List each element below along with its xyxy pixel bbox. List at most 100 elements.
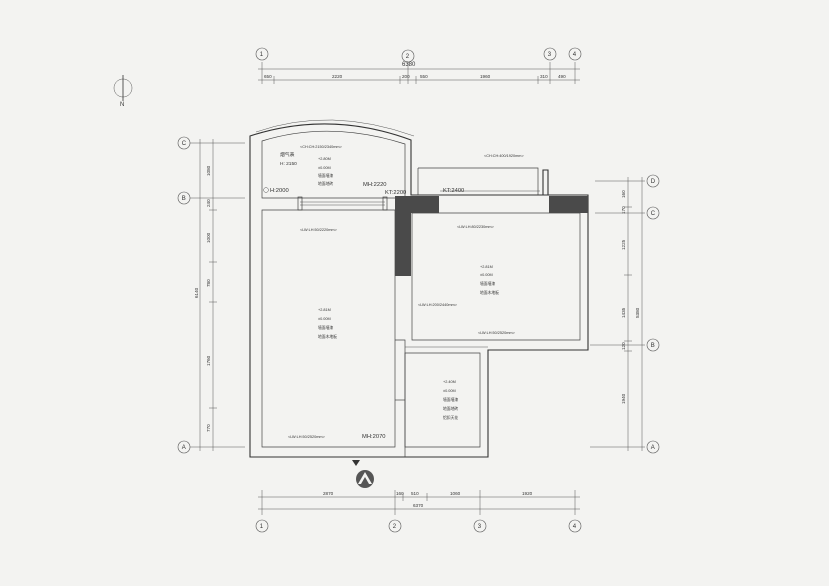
finish-wall: 墙面墙漆: [318, 173, 333, 178]
dimension-segment: 1060: [450, 491, 461, 496]
level-floor: ±0.00M: [443, 389, 456, 393]
dimension-segment: 1435: [621, 307, 626, 318]
level-floor: ±0.00M: [480, 273, 493, 277]
opening-tag: <LW:LH:50/2220mm>: [300, 228, 338, 232]
axis-label: 2: [406, 54, 410, 60]
room-height: H: 2150: [280, 161, 297, 167]
axis-bubble: [388, 519, 402, 533]
dimension-segment: 1920: [522, 491, 533, 496]
axis-bubble: [646, 338, 660, 352]
dimension-segment: 310: [540, 74, 548, 79]
finish-floor: 地面木地板: [318, 334, 337, 339]
dimension-segment: 1000: [206, 232, 211, 243]
axis-label: 1: [260, 524, 264, 530]
finish-wall: 墙面墙漆: [480, 281, 495, 286]
tag-kt2400: KT:2400: [443, 188, 464, 194]
dimension-segment: 770: [206, 424, 211, 432]
room-bath: +2.40M ±0.00M 墙面墙漆 地面地砖 铝扣天花: [443, 380, 458, 420]
right-dimensions: D C B A 5380 160 170 1225 1435 120 1940: [590, 174, 660, 454]
level-ceiling: +2.81M: [318, 308, 331, 312]
structural-column: [411, 196, 439, 213]
axis-bubble: [568, 519, 582, 533]
room-living: +2.81M ±0.00M 墙面墙漆 地面木地板 <LW:LH:50/2220m…: [288, 228, 338, 439]
axis-bubble: [646, 440, 660, 454]
opening-tag: <LW:LH:80/2230mm>: [457, 225, 495, 229]
dimension-segment: 200: [402, 74, 410, 79]
axis-bubble: [401, 49, 415, 63]
axis-bubble: [473, 519, 487, 533]
level-floor: ±0.00M: [318, 317, 331, 321]
opening-tag: <LW:LH:50/2520mm>: [478, 331, 516, 335]
bottom-dimensions: 1 2 3 4 6370 2870 160 510 1060 1920: [255, 490, 582, 533]
dimension-segment: 490: [558, 74, 566, 79]
walls: [249, 119, 589, 458]
level-floor: ±0.00M: [318, 166, 331, 170]
room-name: 烟气表: [280, 151, 295, 158]
structural-column: [549, 196, 588, 213]
north-arrow: N: [113, 75, 133, 108]
dimension-segment: 2220: [332, 74, 343, 79]
level-ceiling: +2.40M: [443, 380, 456, 384]
dimension-segment: 1940: [621, 393, 626, 404]
dimension-segment: 160: [621, 190, 626, 198]
height-tags: H:2000 MH:2220 KT:2200 KT:2400 MH:2070: [263, 182, 464, 440]
axis-bubble: [646, 174, 660, 188]
opening-tag: <LW:LH:200/2440mm>: [418, 303, 458, 307]
dimension-segment: 780: [206, 279, 211, 287]
finish-floor: 地面地砖: [318, 181, 333, 186]
tag-mh2070: MH:2070: [362, 434, 386, 440]
axis-label: 4: [573, 52, 577, 58]
axis-label: 3: [478, 524, 482, 530]
level-ceiling: +2.81M: [480, 265, 493, 269]
room-bedroom: +2.81M ±0.00M 墙面墙漆 地面木地板 <CH:CH:400/1920…: [418, 154, 524, 335]
axis-label: 4: [573, 524, 577, 530]
dimension-segment: 550: [420, 74, 428, 79]
axis-bubble: [543, 47, 557, 61]
left-dimensions: C B A 6140 1080 240 1000 780 1760 770: [177, 136, 245, 454]
dimension-segment: 1960: [480, 74, 491, 79]
finish-wall: 墙面墙漆: [318, 325, 333, 330]
axis-label: D: [651, 179, 656, 185]
axis-bubble: [255, 47, 269, 61]
dimension-segment: 170: [621, 206, 626, 214]
tag-mh2220: MH:2220: [363, 182, 387, 188]
room-balcony: 烟气表 H: 2150 +2.80M ±0.00M 墙面墙漆 地面地砖 <CH:…: [280, 145, 343, 186]
finish-ceiling: 铝扣天花: [443, 415, 458, 420]
axis-label: C: [651, 211, 656, 217]
axis-bubble: [568, 47, 582, 61]
axis-bubble: [177, 136, 191, 150]
dimension-segment: 510: [411, 491, 419, 496]
dimension-segment: 1225: [621, 239, 626, 250]
dimension-segment: 1760: [206, 355, 211, 366]
dimension-segment: 120: [621, 342, 626, 350]
north-label: N: [120, 102, 124, 108]
dimension-segment: 1080: [206, 165, 211, 176]
top-dimensions: 1 2 3 4 6380 650 2220 200 550 1960 310 4…: [255, 47, 582, 84]
finish-floor: 地面地砖: [443, 406, 458, 411]
level-ceiling: +2.80M: [318, 157, 331, 161]
structural-column: [395, 196, 411, 276]
axis-label: B: [651, 343, 655, 349]
tag-kt2200: KT:2200: [385, 190, 406, 196]
axis-label: 3: [548, 52, 552, 58]
entrance-arrow-icon: [352, 460, 360, 466]
dimension-segment: 240: [206, 199, 211, 207]
dimension-total: 5380: [635, 307, 640, 318]
axis-label: 1: [260, 52, 264, 58]
entrance-icon: [356, 470, 374, 488]
opening-tag: <LW:LH:50/2520mm>: [288, 435, 326, 439]
dimension-total: 6140: [194, 287, 199, 298]
dimension-segment: 650: [264, 74, 272, 79]
dimension-segment: 160: [396, 491, 404, 496]
dimension-total: 6370: [413, 503, 424, 508]
opening-tag: <CH:CH:400/1920mm>: [484, 154, 524, 158]
dimension-segment: 2870: [323, 491, 334, 496]
finish-wall: 墙面墙漆: [443, 397, 458, 402]
dimension-total: 6380: [402, 62, 416, 68]
axis-bubble: [255, 519, 269, 533]
axis-bubble: [177, 191, 191, 205]
axis-label: C: [182, 141, 187, 147]
opening-tag: <CH:CH:2150/2340mm>: [300, 145, 343, 149]
tag-h2000: H:2000: [270, 188, 289, 194]
